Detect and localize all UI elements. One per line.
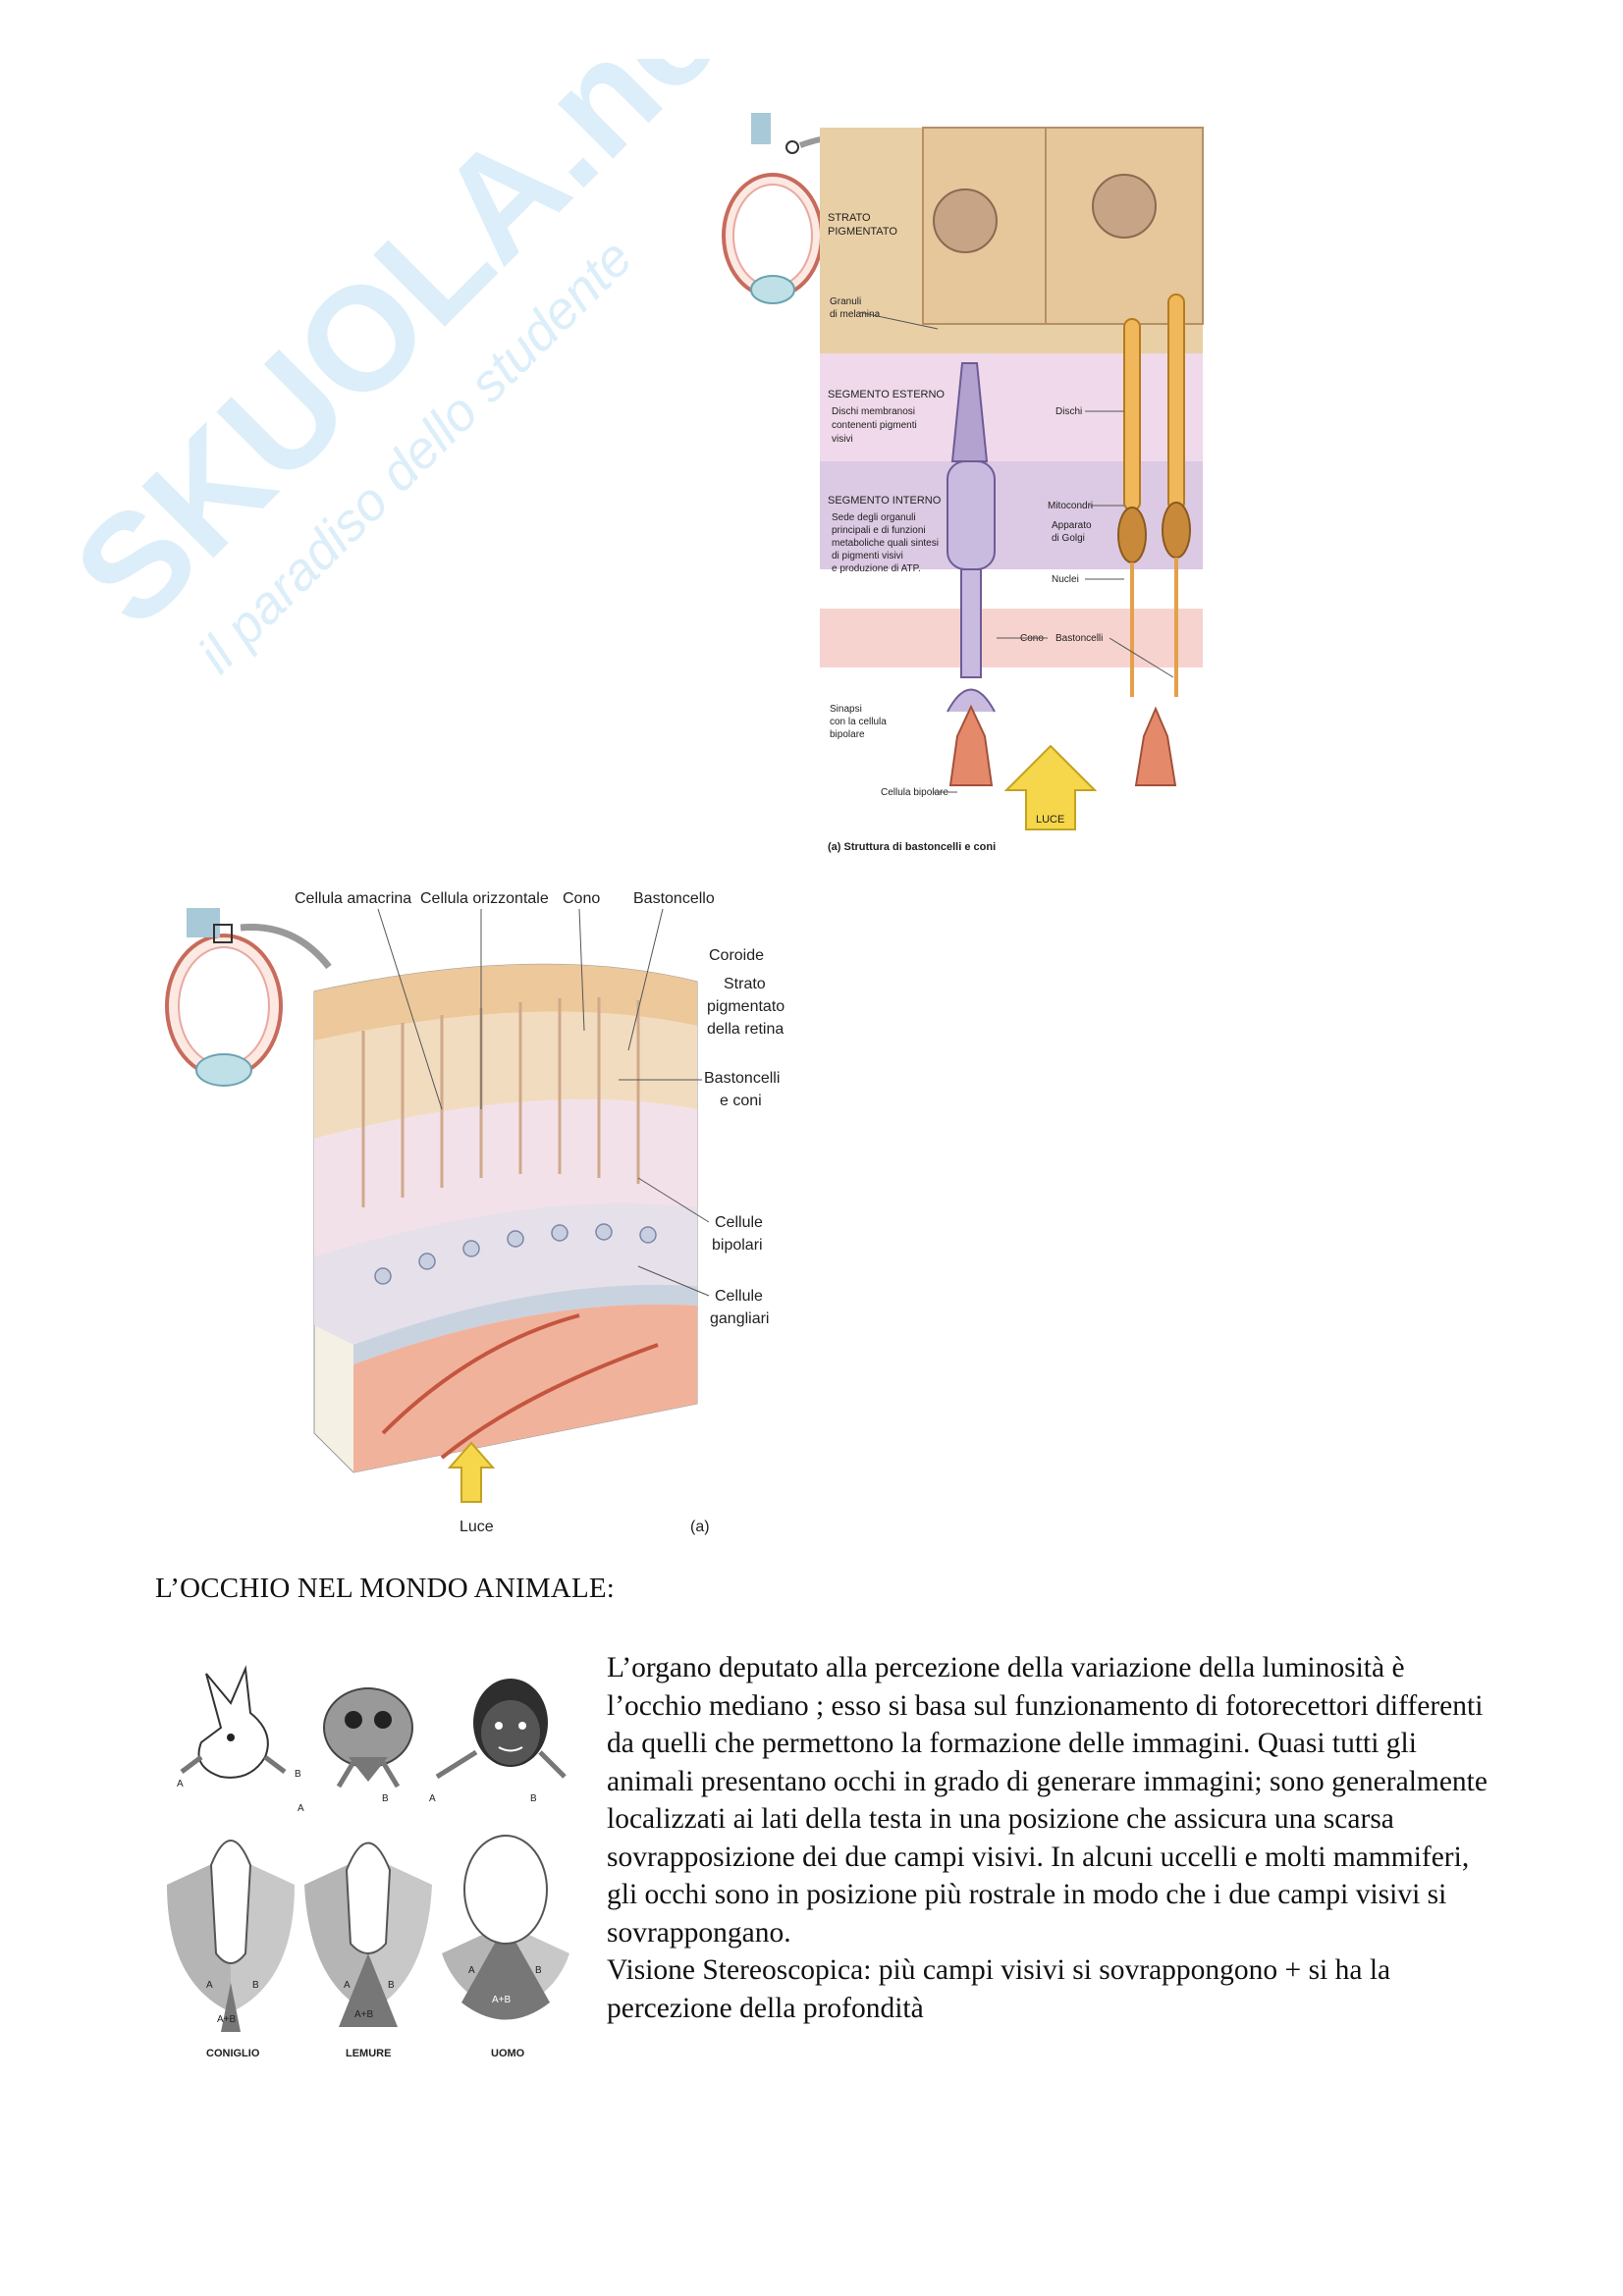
label-cellula-orizzontale: Cellula orizzontale [420,890,549,907]
svg-text:Strato: Strato [724,976,766,992]
svg-text:e produzione di ATP.: e produzione di ATP. [832,563,921,574]
svg-text:A: A [429,1793,436,1804]
figure1-caption: (a) Struttura di bastoncelli e coni [828,841,996,853]
svg-text:A: A [177,1779,184,1789]
skuola-watermark: SKUOLA.net il paradiso dello studente [42,59,727,684]
svg-text:SEGMENTO INTERNO: SEGMENTO INTERNO [828,495,942,507]
svg-text:Apparato: Apparato [1052,520,1092,531]
label-bastoncelli: Bastoncelli [1055,633,1103,644]
svg-text:B: B [382,1793,389,1804]
rod-cells [1117,294,1191,697]
cone-cell [947,362,996,713]
svg-text:A+B: A+B [354,2009,374,2020]
watermark-tagline: il paradiso dello studente [187,228,643,684]
label-uomo: UOMO [491,2048,525,2059]
svg-text:Cellule: Cellule [715,1288,763,1305]
light-arrow [1003,744,1098,830]
head-human [473,1679,548,1767]
svg-text:B: B [530,1793,537,1804]
svg-text:SEGMENTO ESTERNO: SEGMENTO ESTERNO [828,389,945,400]
label-luce: LUCE [1036,814,1064,826]
label-coniglio: CONIGLIO [206,2048,260,2059]
head-lemur [323,1687,413,1782]
field-lemur [304,1842,432,2027]
svg-text:di melanina: di melanina [830,309,881,320]
svg-text:con la cellula: con la cellula [830,717,887,727]
svg-text:contenenti pigmenti: contenenti pigmenti [832,420,917,431]
svg-text:bipolari: bipolari [712,1237,763,1254]
svg-text:Dischi membranosi: Dischi membranosi [832,406,915,417]
svg-text:PIGMENTATO: PIGMENTATO [828,226,897,238]
svg-text:Sede degli organuli: Sede degli organuli [832,512,916,523]
label-bastoncello: Bastoncello [633,890,715,907]
paragraph-main: L’organo deputato alla percezione della … [607,1652,1488,1949]
figure-rods-cones: STRATO PIGMENTATO Granuli di melanina SE… [722,113,1204,853]
svg-text:Coroide: Coroide [709,947,764,964]
label-panel-a: (a) [690,1519,710,1535]
label-cellula-amacrina: Cellula amacrina [295,890,411,907]
figure-retina-section: Cellula amacrina Cellula orizzontale Con… [165,890,784,1535]
svg-text:B: B [252,1980,259,1991]
field-human [442,1835,569,2020]
label-strato: STRATO [828,212,871,224]
label-dischi: Dischi [1055,406,1082,417]
svg-text:A+B: A+B [217,2014,237,2025]
section-heading: L’OCCHIO NEL MONDO ANIMALE: [155,1573,616,1604]
svg-text:A: A [468,1965,475,1976]
svg-text:principali e di funzioni: principali e di funzioni [832,525,926,536]
band-white [820,569,1203,609]
svg-text:Bastoncelli: Bastoncelli [704,1070,780,1087]
svg-text:B: B [388,1980,395,1991]
svg-text:metaboliche quali sintesi: metaboliche quali sintesi [832,538,939,549]
svg-text:B: B [295,1769,301,1780]
svg-text:visivi: visivi [832,434,853,445]
svg-text:gangliari: gangliari [710,1310,769,1327]
svg-text:B: B [535,1965,542,1976]
svg-text:A: A [206,1980,213,1991]
svg-text:di Golgi: di Golgi [1052,533,1085,544]
svg-text:pigmentato: pigmentato [707,998,784,1015]
svg-text:A+B: A+B [492,1995,512,2005]
label-cono-retina: Cono [563,890,600,907]
figure-visual-fields: A B A B A B A B A+B A B A+B A B A+B CONI… [167,1665,569,2059]
watermark-brand: SKUOLA.net [42,59,727,657]
label-mitocondri: Mitocondri [1048,501,1093,511]
svg-text:e coni: e coni [720,1093,762,1109]
svg-text:Cellule: Cellule [715,1214,763,1231]
light-arrow-retina [447,1441,496,1503]
svg-text:A: A [344,1980,351,1991]
svg-text:della retina: della retina [707,1021,784,1038]
paragraph-stereo: Visione Stereoscopica: più campi visivi … [607,1954,1391,2024]
body-paragraph: L’organo deputato alla percezione della … [607,1649,1490,2027]
eye-diagram-retina [165,908,332,1087]
label-luce-retina: Luce [460,1519,494,1535]
svg-text:Sinapsi: Sinapsi [830,704,862,715]
svg-text:Granuli: Granuli [830,296,861,307]
field-rabbit [167,1840,295,2032]
label-cellula-bipolare: Cellula bipolare [881,787,948,798]
label-nuclei: Nuclei [1052,574,1079,585]
label-lemure: LEMURE [346,2048,391,2059]
svg-text:bipolare: bipolare [830,729,865,740]
svg-text:di pigmenti visivi: di pigmenti visivi [832,551,903,561]
head-rabbit [197,1665,269,1779]
svg-text:A: A [298,1803,304,1814]
bipolar-cells [948,704,1177,786]
